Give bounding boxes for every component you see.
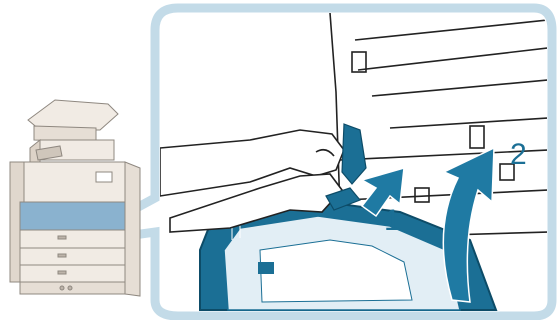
step-1-label: 1 [384,206,401,236]
copier-machine-icon [10,100,140,296]
step-2-label: 2 [510,140,527,170]
